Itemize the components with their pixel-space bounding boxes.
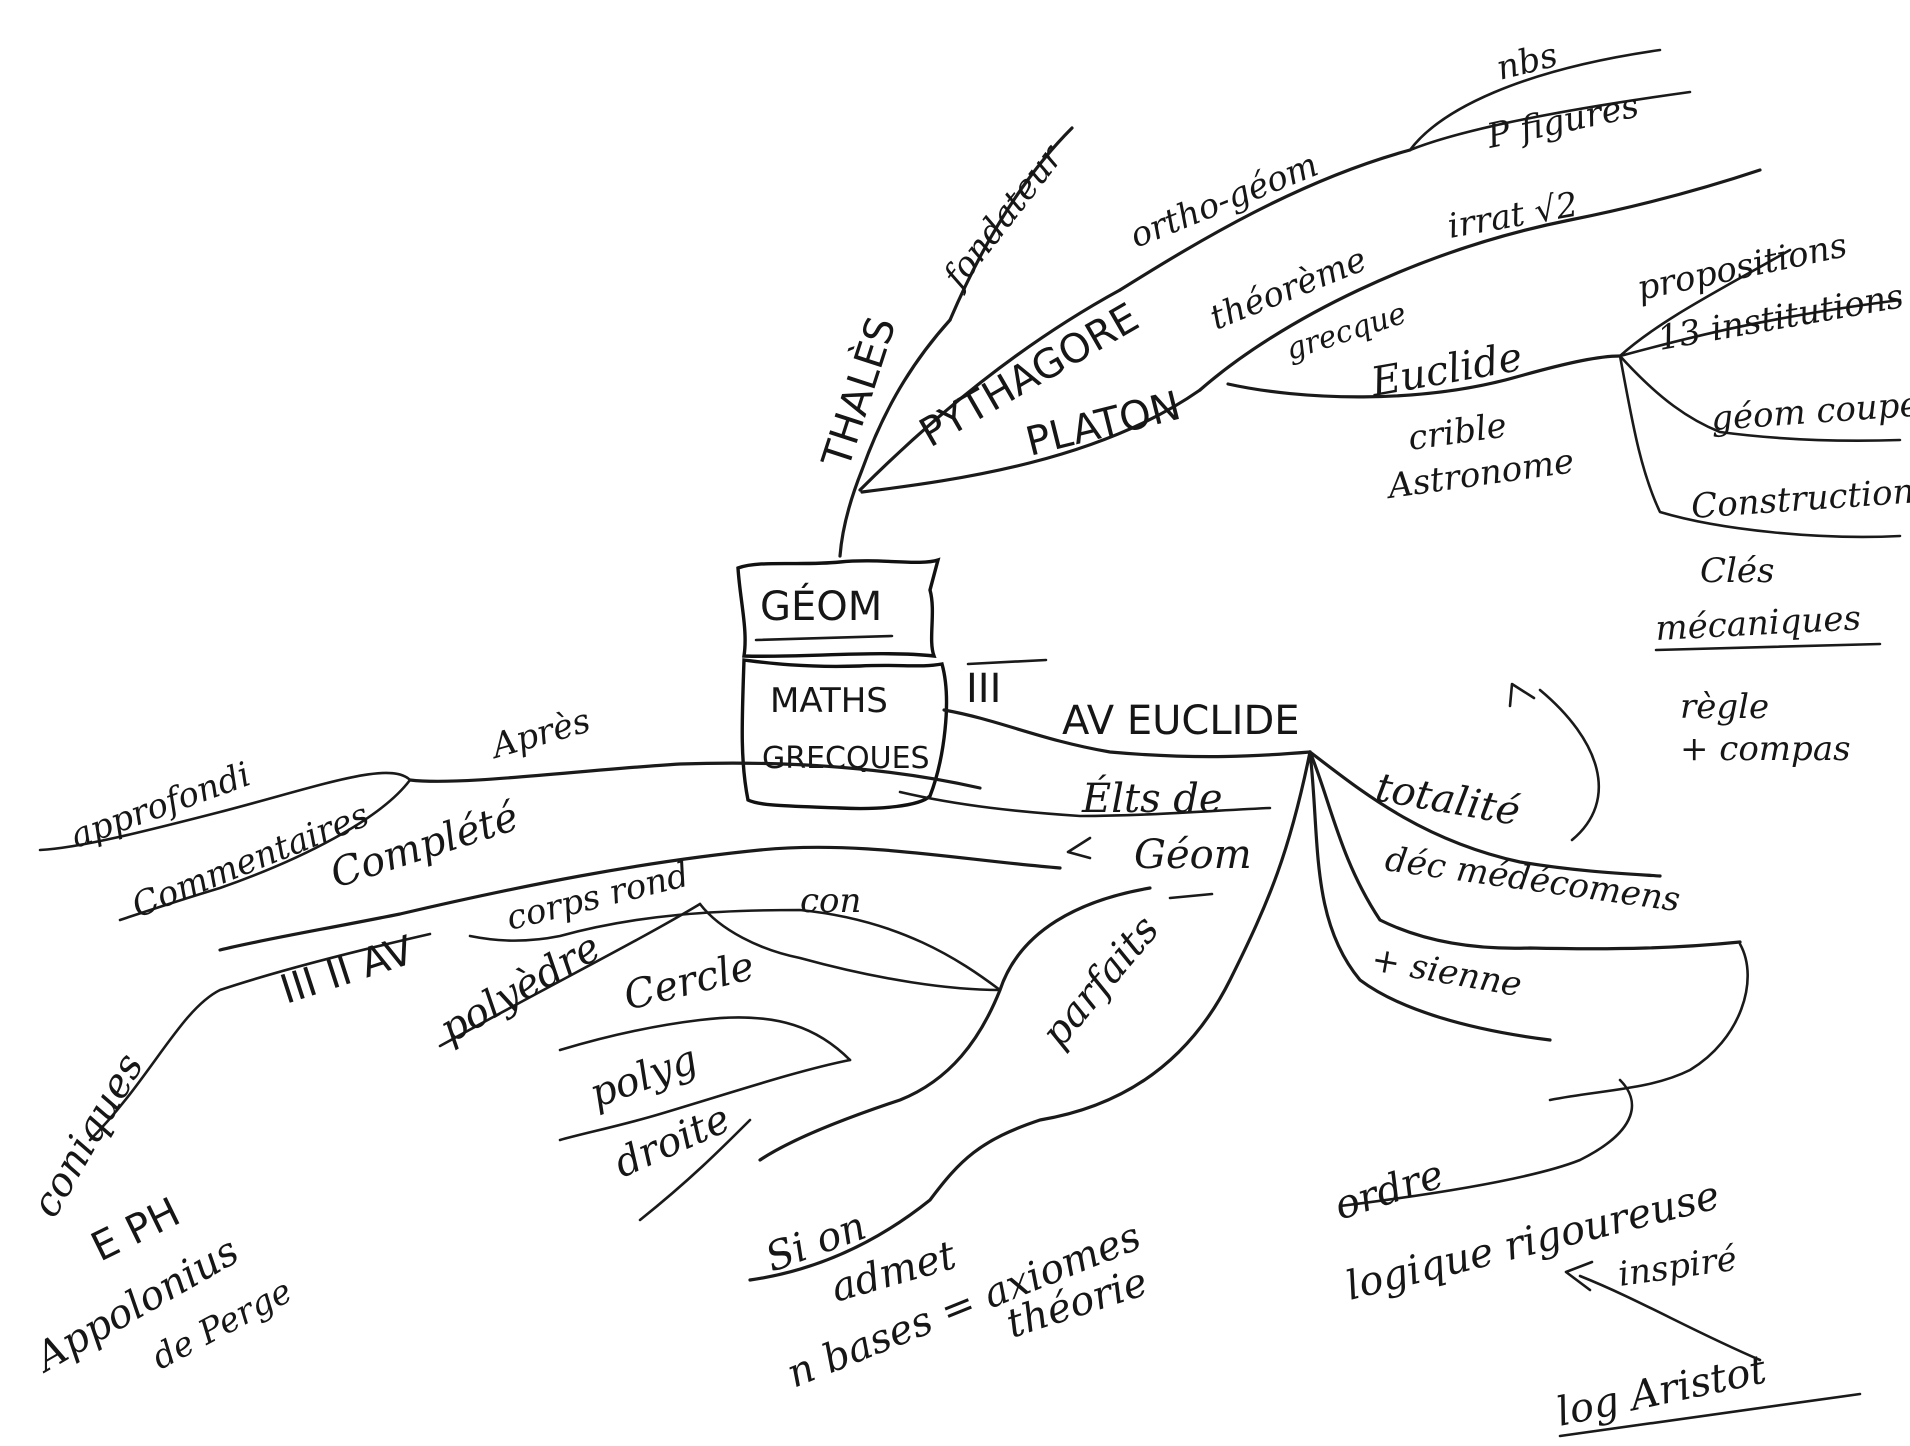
branch-constructions [1618, 354, 1902, 539]
branch-corps-rond [468, 908, 1002, 992]
branch-polygone [558, 1058, 852, 1142]
label-crible: crible [1406, 406, 1510, 459]
label-ortho-geom: ortho-géom [1124, 145, 1323, 257]
label-apres: Après [485, 701, 595, 768]
label-geom-coupes: géom coupes [1710, 383, 1910, 439]
label-thales: THALÈS [812, 311, 906, 474]
label-cercle: Cercle [619, 943, 758, 1020]
label-compas: + compas [1680, 729, 1851, 769]
branch-av-euclide [942, 708, 1312, 759]
branch-parfaits [758, 886, 1152, 1162]
branch-polyedre [698, 902, 1002, 992]
label-parfaits: parfaits [1032, 907, 1168, 1057]
branch-fondateur [948, 126, 1074, 322]
upper-branches: THALÈS fondateur PYTHAGORE ortho-géom nb… [812, 35, 1910, 769]
label-geom: Géom [1134, 832, 1252, 878]
branch-ordre [1338, 1078, 1634, 1208]
branch-polyedre-left [438, 902, 702, 1048]
siecle-overline [966, 658, 1048, 666]
branch-apres [408, 761, 982, 790]
branch-geom-coupes [1618, 354, 1902, 443]
label-inspire: inspiré [1616, 1239, 1740, 1295]
label-ordre: ordre [1329, 1151, 1449, 1229]
center-top-box [736, 557, 941, 659]
label-nbs: nbs [1493, 35, 1562, 89]
branch-si-on [748, 750, 1312, 1282]
label-siecle-2: III II AV [275, 927, 420, 1013]
branch-complete [218, 845, 1062, 952]
aristot-underline [1558, 1392, 1862, 1438]
branch-doc [1308, 750, 1742, 951]
label-polyedre: polyèdre [432, 924, 608, 1052]
branch-theoreme [1198, 168, 1762, 392]
label-fondateur: fondateur [934, 136, 1072, 297]
label-siecle: III [966, 666, 1001, 712]
branch-institutions [1618, 298, 1902, 358]
label-av-euclide: AV EUCLIDE [1062, 698, 1300, 744]
label-clefs: Clés [1700, 551, 1774, 591]
branch-siecle-2 [88, 932, 432, 1142]
label-coniques: coniques [23, 1046, 153, 1225]
branch-ortho-geom [1118, 148, 1412, 292]
branch-totalite [1308, 750, 1662, 878]
branch-figures [1408, 90, 1692, 152]
label-con: con [800, 881, 861, 921]
branch-euclide-upper [1226, 354, 1622, 399]
center-top-label: GÉOM [760, 582, 882, 630]
branch-droite [638, 1118, 752, 1222]
label-constructions: Constructions [1690, 470, 1910, 527]
branch-platon [860, 388, 1202, 494]
geom-underline [754, 634, 894, 642]
label-elts: Élts de [1081, 775, 1223, 822]
branch-pythagore [858, 288, 1122, 492]
branch-approfondi [38, 771, 412, 852]
center-bottom-label-2: GRECQUES [762, 741, 930, 776]
center-node: GÉOM MATHS GRECQUES [736, 557, 949, 811]
label-regle: règle [1680, 687, 1769, 727]
branch-cercle [558, 1016, 852, 1062]
branch-commentaires [118, 778, 412, 922]
branch-elts-de [898, 790, 1272, 818]
label-doc: déc médécomens [1383, 839, 1683, 920]
arrow-elts-left [1066, 836, 1092, 860]
center-bottom-label-1: MATHS [770, 681, 888, 721]
branch-sienne-right [1548, 942, 1749, 1102]
label-mecaniques: mécaniques [1654, 598, 1861, 649]
geom-label-underline [1168, 892, 1214, 900]
label-approfondi: approfondi [65, 755, 255, 857]
label-totalite: totalité [1372, 765, 1523, 836]
center-bottom-box [740, 658, 949, 811]
arrow-totalite-up [1508, 682, 1601, 842]
branch-sienne [1308, 750, 1552, 1042]
label-figures: P figures [1483, 86, 1643, 157]
mecaniques-underline [1654, 642, 1882, 652]
label-platon: PLATON [1021, 383, 1185, 466]
branch-nbs [1408, 48, 1662, 152]
branch-propositions [1618, 248, 1792, 358]
branch-thales [838, 318, 952, 558]
label-euclide-upper: Euclide [1367, 334, 1526, 406]
arrow-inspire [1564, 1260, 1762, 1362]
label-irrat: irrat √2 [1445, 185, 1581, 247]
